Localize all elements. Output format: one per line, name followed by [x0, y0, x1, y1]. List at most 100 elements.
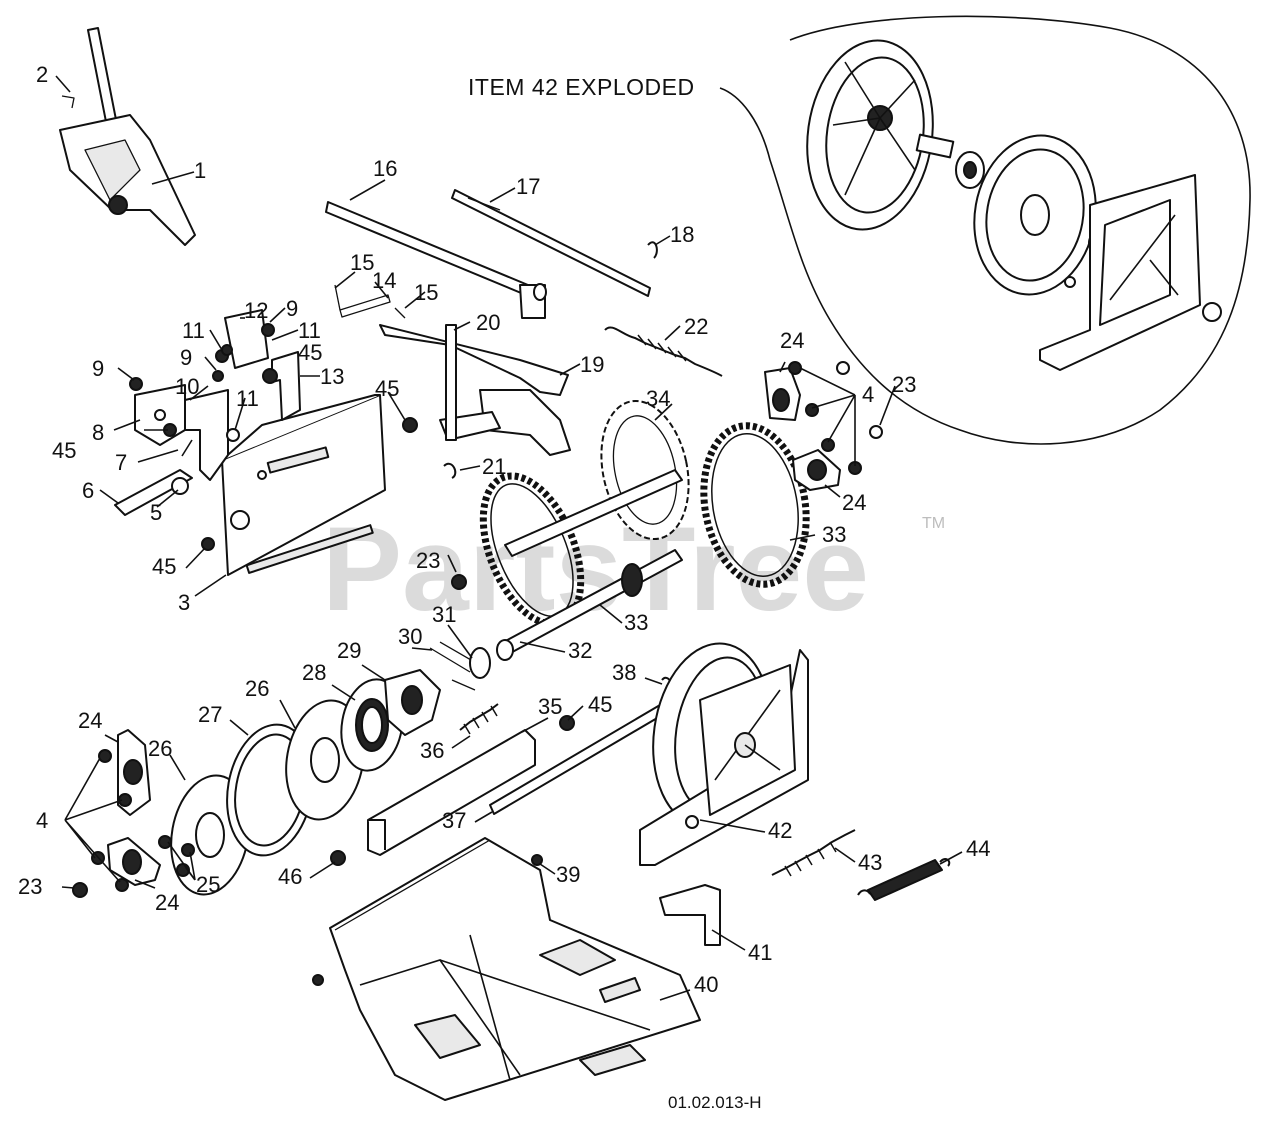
part-24-flange-right-bottom: [792, 425, 883, 491]
part-3-side-plate: [221, 394, 386, 576]
callout: 3: [178, 590, 190, 615]
callout: 4: [862, 382, 874, 407]
callout: 45: [52, 438, 76, 463]
callout: 11: [182, 318, 205, 343]
callout: 10: [175, 374, 199, 399]
callout: 23: [18, 874, 42, 899]
callout: 24: [780, 328, 804, 353]
callout: 36: [420, 738, 444, 763]
small-hardware: [129, 323, 575, 866]
part-39-screw: [531, 854, 543, 866]
callout: 9: [286, 296, 298, 321]
part-22-spring: [604, 326, 723, 377]
exploded-view-heading: ITEM 42 EXPLODED: [468, 74, 695, 100]
callout: 39: [556, 862, 580, 887]
watermark-text: PartsTree: [322, 502, 869, 636]
callout: 33: [624, 610, 648, 635]
callout: 1: [194, 158, 206, 183]
part-19-lever-bracket: [379, 324, 571, 456]
callout: 45: [152, 554, 176, 579]
callout: 15: [350, 250, 374, 275]
part-32-shaft: [496, 469, 683, 661]
callout: 32: [568, 638, 592, 663]
part-14-15-links: [334, 284, 406, 319]
callout: 35: [538, 694, 562, 719]
callout: 40: [694, 972, 718, 997]
part-10-bracket: [184, 389, 229, 481]
callout: 25: [196, 872, 220, 897]
callout: 45: [375, 376, 399, 401]
exploded-shaft-stub: [915, 133, 985, 189]
callout: 6: [82, 478, 94, 503]
callout: 4: [36, 808, 48, 833]
callout: 8: [92, 420, 104, 445]
part-20-shaft: [445, 324, 457, 441]
callout: 24: [78, 708, 102, 733]
part-16-rod: [325, 201, 547, 319]
callout: 17: [516, 174, 540, 199]
part-40-base-plate: [312, 837, 701, 1101]
callout: 5: [150, 500, 162, 525]
part-43-spring: [771, 829, 856, 877]
callout: 23: [892, 372, 916, 397]
callout: 15: [414, 280, 438, 305]
callout: 21: [482, 454, 506, 479]
part-24-flange-left-top: [98, 729, 151, 816]
callout-numbers: 1 2 3 4 4 5 6 7 8 9 9 9 10 11 11 11 12 1…: [18, 62, 990, 997]
callout: 11: [298, 318, 321, 343]
callout: 13: [320, 364, 344, 389]
callout: 34: [646, 386, 670, 411]
callout: 7: [115, 450, 127, 475]
callout: 9: [92, 356, 104, 381]
callout: 43: [858, 850, 882, 875]
part-41-bracket: [659, 884, 721, 946]
leader-lines: [55, 75, 963, 1001]
callout: 42: [768, 818, 792, 843]
callout: 46: [278, 864, 302, 889]
part-29-bearing-housing: [384, 669, 441, 736]
part-24-flange-right-top: [764, 361, 850, 452]
part-36-spring: [459, 703, 499, 735]
part-18-clip: [647, 241, 658, 259]
part-42-wheel-assembly: [639, 642, 809, 866]
callout: 44: [966, 836, 990, 861]
callout: 45: [298, 340, 322, 365]
drawing-number: 01.02.013-H: [668, 1093, 762, 1112]
callout: 24: [155, 890, 179, 915]
part-21-clip: [443, 462, 457, 479]
callout: 37: [442, 808, 466, 833]
part-6-link-arm: [114, 469, 193, 516]
exploded-bracket: [1039, 174, 1222, 371]
part-17-rod: [451, 189, 651, 297]
exploded-disc: [973, 134, 1106, 296]
callout: 31: [432, 602, 456, 627]
watermark: PartsTree TM: [322, 502, 945, 636]
callout: 20: [476, 310, 500, 335]
callout: 41: [748, 940, 772, 965]
callout: 23: [416, 548, 440, 573]
part-33-chain-right: [700, 422, 810, 588]
callout: 26: [245, 676, 269, 701]
callout: 18: [670, 222, 694, 247]
part-24-flange-left-bottom: [72, 835, 195, 898]
callout: 11: [236, 386, 259, 411]
callout: 16: [373, 156, 397, 181]
callout: 29: [337, 638, 361, 663]
callout: 27: [198, 702, 222, 727]
callout: 30: [398, 624, 422, 649]
callout: 9: [180, 345, 192, 370]
callout: 38: [612, 660, 636, 685]
part-1-control-lever: [59, 27, 196, 246]
part-31-snap-ring: [469, 647, 491, 679]
callout: 26: [148, 736, 172, 761]
watermark-trademark: TM: [922, 515, 945, 532]
callout: 19: [580, 352, 604, 377]
callout: 22: [684, 314, 708, 339]
callout: 24: [842, 490, 866, 515]
exploded-pulley: [806, 39, 934, 231]
callout: 2: [36, 62, 48, 87]
callout: 33: [822, 522, 846, 547]
callout: 14: [372, 268, 396, 293]
part-13-bracket: [271, 351, 301, 421]
